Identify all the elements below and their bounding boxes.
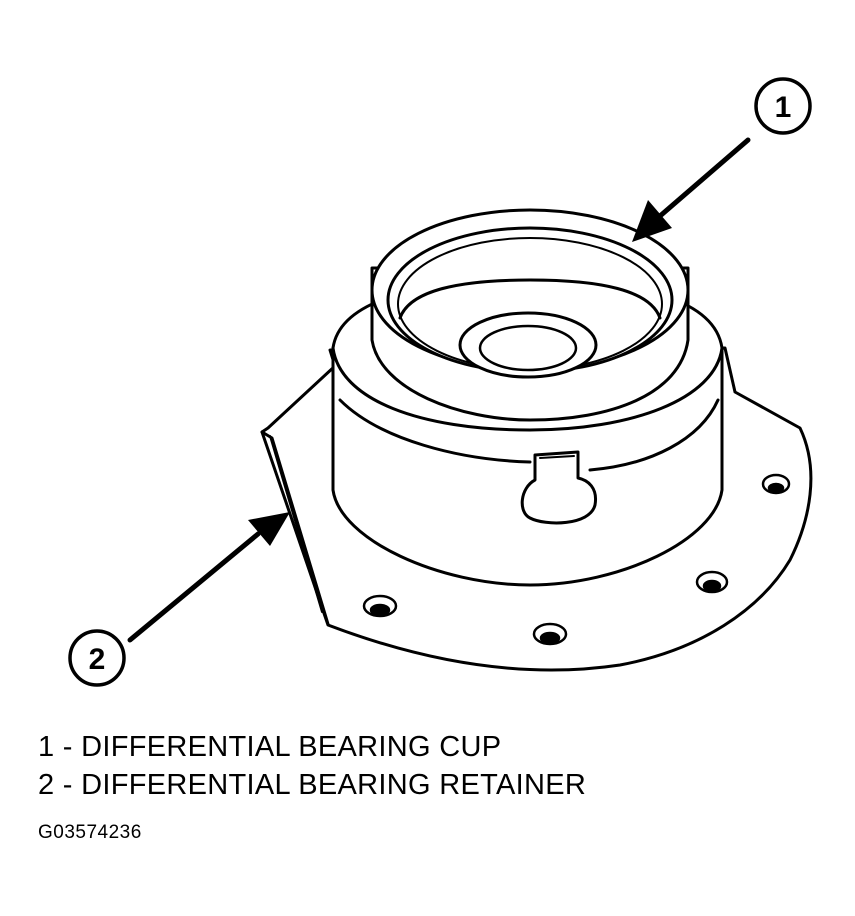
legend-number: 2 (38, 769, 55, 801)
callout-2-number: 2 (89, 643, 106, 676)
legend-separator: - (54, 731, 82, 763)
callout-2-arrowhead (248, 512, 290, 546)
callout-2: 2 (68, 512, 290, 687)
callout-1: 1 (632, 77, 812, 242)
callout-1-number: 1 (775, 91, 792, 124)
bearing-cup-bore (398, 278, 662, 320)
legend-item-1: 1 - DIFFERENTIAL BEARING CUP (38, 728, 586, 766)
legend-item-2: 2 - DIFFERENTIAL BEARING RETAINER (38, 766, 586, 804)
legend: 1 - DIFFERENTIAL BEARING CUP 2 - DIFFERE… (38, 728, 586, 804)
bearing-retainer-diagram: 1 2 (68, 77, 813, 687)
callout-1-circle (754, 77, 812, 135)
legend-number: 1 (38, 731, 55, 763)
figure-id: G03574236 (38, 822, 142, 843)
hub-notch (520, 450, 598, 525)
mounting-holes (362, 473, 791, 646)
flange-edge (260, 430, 330, 626)
legend-text: DIFFERENTIAL BEARING RETAINER (81, 769, 587, 801)
callout-2-circle (68, 629, 126, 687)
legend-text: DIFFERENTIAL BEARING CUP (81, 731, 502, 763)
callout-1-arrowhead (632, 200, 672, 242)
legend-separator: - (54, 769, 82, 801)
callout-2-arrow-shaft (127, 531, 261, 643)
inner-bore-ring (458, 311, 598, 379)
callout-1-arrow-shaft (657, 137, 751, 219)
